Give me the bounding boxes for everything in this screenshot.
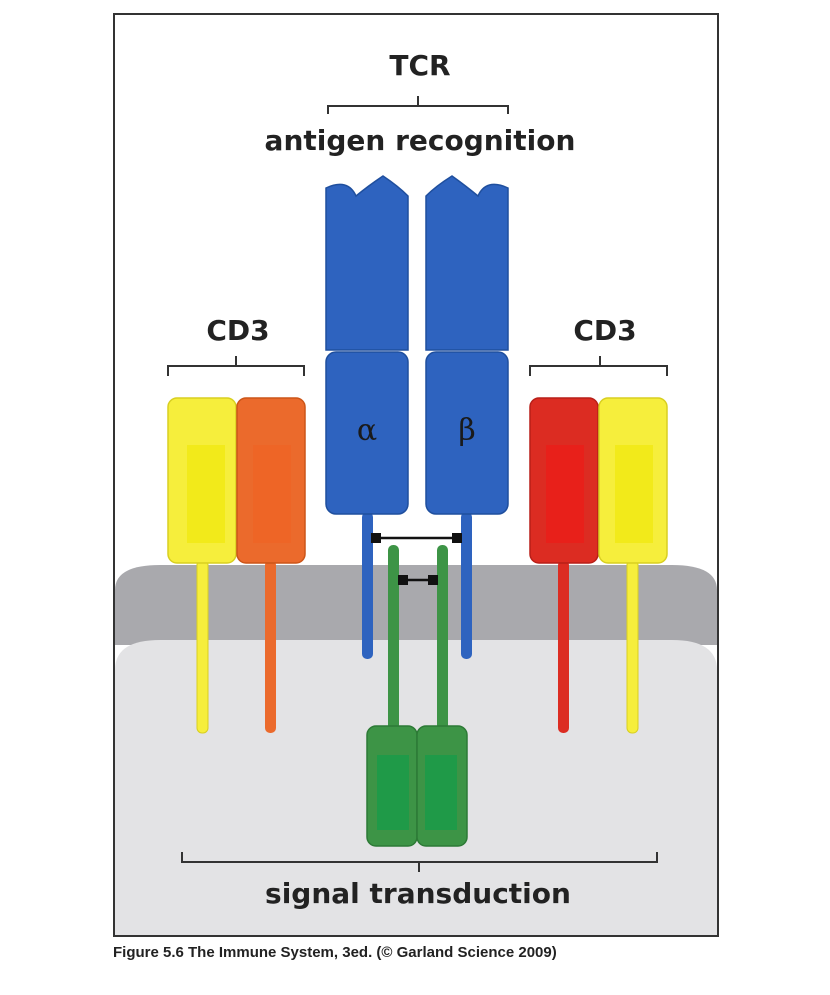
zeta-right-stalk bbox=[437, 545, 448, 730]
cd3-right-yellow-chain bbox=[598, 397, 668, 734]
cd3-right-bracket bbox=[529, 356, 668, 376]
cd3-right-red-chain bbox=[529, 397, 599, 733]
cd3-right-label: CD3 bbox=[573, 314, 636, 347]
cd3-left-orange-chain bbox=[236, 397, 306, 733]
signal-transduction-bracket bbox=[181, 852, 658, 872]
tcr-bracket bbox=[327, 96, 509, 114]
tcr-alpha-chain: α bbox=[325, 175, 409, 659]
cd3-left-bracket bbox=[167, 356, 305, 376]
zeta-disulfide-bond bbox=[398, 575, 438, 585]
zeta-chain-left bbox=[366, 545, 418, 847]
beta-variable-domain bbox=[425, 175, 509, 351]
zeta-left-stalk bbox=[388, 545, 399, 730]
alpha-variable-domain bbox=[325, 175, 409, 351]
signal-transduction-label: signal transduction bbox=[265, 877, 571, 910]
cd3-left-label: CD3 bbox=[206, 314, 269, 347]
figure-caption: Figure 5.6 The Immune System, 3ed. (© Ga… bbox=[113, 944, 557, 961]
antigen-recognition-label: antigen recognition bbox=[265, 124, 576, 157]
alpha-constant-domain bbox=[325, 351, 409, 515]
tcr-label: TCR bbox=[389, 49, 450, 82]
beta-transmembrane bbox=[461, 512, 472, 659]
tcr-beta-chain: β bbox=[425, 175, 509, 659]
alpha-transmembrane bbox=[362, 512, 373, 659]
beta-constant-domain bbox=[425, 351, 509, 515]
tcr-disulfide-bond bbox=[371, 533, 462, 543]
zeta-chain-right bbox=[416, 545, 468, 847]
cd3-left-yellow-chain bbox=[167, 397, 237, 734]
cell-membrane-body bbox=[115, 605, 717, 645]
alpha-symbol: α bbox=[357, 413, 377, 448]
beta-symbol: β bbox=[458, 413, 475, 448]
